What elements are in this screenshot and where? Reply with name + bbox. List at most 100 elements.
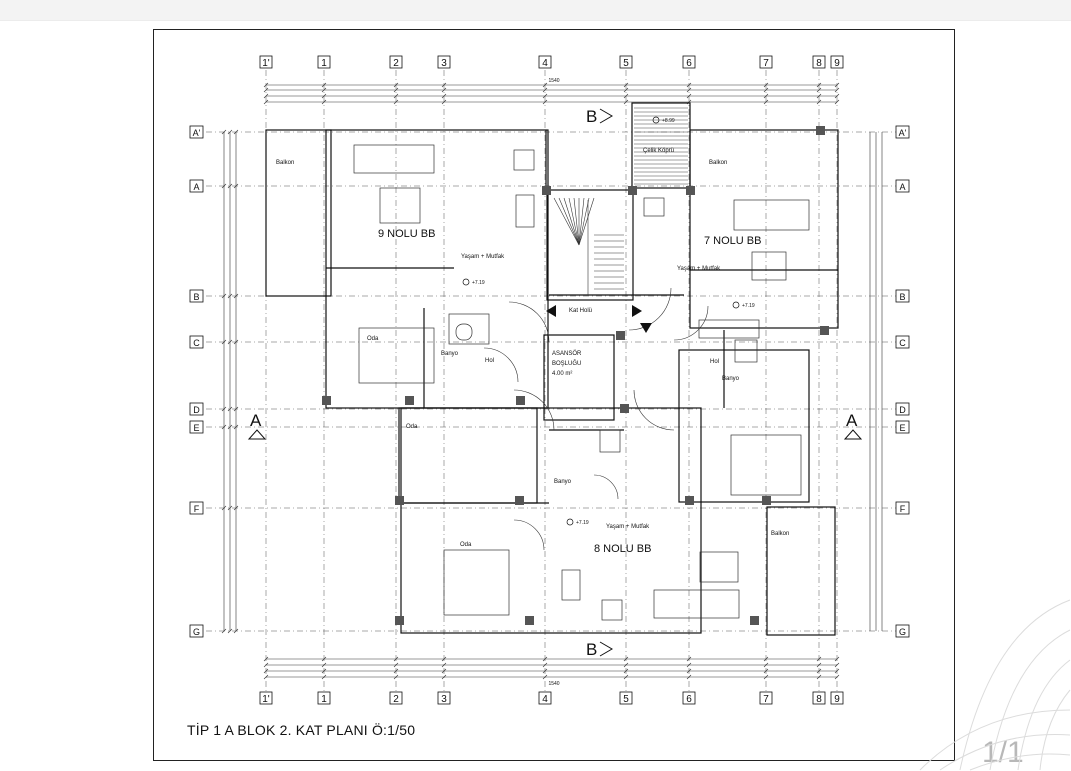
watermark-decoration: [919, 599, 1071, 771]
grid-row-label: A': [193, 128, 201, 138]
level-label: +8.99: [662, 118, 675, 124]
level-marker: [566, 518, 574, 526]
structural-column: [616, 331, 625, 340]
grid-column-bubble: [389, 55, 403, 69]
level-marker: [732, 301, 740, 309]
grid-row-bubble: [189, 125, 204, 139]
section-arrow-b-bottom: [599, 641, 613, 657]
grid-column-label: 1: [321, 58, 327, 69]
structural-column: [685, 496, 694, 505]
structural-column: [525, 616, 534, 625]
grid-column-bubble: [437, 55, 451, 69]
section-mark-a-left: A: [250, 411, 262, 430]
balkon-nw: [265, 129, 332, 297]
level-marker: [462, 278, 470, 286]
room-label-hol-7: Hol: [710, 359, 719, 365]
room-label-oda-9: Oda: [367, 336, 379, 342]
section-arrow-a-right: [843, 429, 863, 440]
unit-label-7: 7 NOLU BB: [704, 235, 761, 247]
structural-column: [542, 186, 551, 195]
room-label-banyo-9: Banyo: [441, 351, 459, 357]
grid-column-label: 9: [834, 694, 840, 705]
structural-column: [515, 496, 524, 505]
level-marker: [652, 116, 660, 124]
grid-column-bubble: [619, 55, 633, 69]
elevator-shaft: [543, 334, 615, 421]
balkon-se: [766, 506, 836, 636]
unit-label-8: 8 NOLU BB: [594, 543, 651, 555]
unit-8-outline: [400, 407, 702, 634]
grid-column-label: 1: [321, 694, 327, 705]
structural-column: [620, 404, 629, 413]
grid-row-label: A: [899, 182, 905, 192]
grid-column-label: 7: [763, 58, 769, 69]
grid-column-bubble: [259, 55, 273, 69]
grid-column-bubble: [389, 691, 403, 705]
section-mark-b-bottom: B: [586, 640, 597, 659]
grid-row-label: G: [899, 627, 906, 637]
room-label-asansor-1: ASANSÖR: [552, 350, 582, 357]
structural-column: [395, 616, 404, 625]
room-label-balkon-se: Balkon: [771, 531, 789, 537]
room-label-balkon-nw: Balkon: [276, 160, 294, 166]
grid-row-label: B: [193, 292, 199, 302]
room-label-yasam-mutfak-8: Yaşam + Mutfak: [606, 524, 650, 530]
unit-label-9: 9 NOLU BB: [378, 228, 435, 240]
grid-column-bubble: [812, 691, 826, 705]
grid-column-bubble: [759, 691, 773, 705]
room-label-asansor-3: 4.00 m²: [552, 371, 572, 377]
grid-column-bubble: [259, 691, 273, 705]
room-label-oda-8: Oda: [460, 542, 472, 548]
grid-row-bubble: [189, 402, 204, 416]
drawing-title: TİP 1 A BLOK 2. KAT PLANI Ö:1/50: [187, 722, 416, 738]
room-label-yasam-mutfak-9: Yaşam + Mutfak: [461, 254, 505, 260]
grid-row-label: F: [194, 504, 200, 514]
grid-column-label: 6: [686, 58, 692, 69]
room-label-hol-9: Hol: [485, 358, 494, 364]
grid-column-bubble: [830, 55, 844, 69]
structural-column: [322, 396, 331, 405]
grid-column-bubble: [812, 55, 826, 69]
grid-row-bubble: [895, 501, 910, 515]
grid-row-bubble: [189, 501, 204, 515]
oda-east-outline: [678, 349, 810, 503]
grid-column-label: 8: [816, 694, 822, 705]
grid-row-label: C: [193, 338, 200, 348]
entry-arrow: [640, 323, 652, 333]
structural-column: [816, 126, 825, 135]
grid-row-label: F: [900, 504, 906, 514]
grid-column-label: 5: [623, 58, 629, 69]
grid-column-label: 1': [262, 694, 270, 705]
grid-column-bubble: [759, 55, 773, 69]
section-mark-b-top: B: [586, 107, 597, 126]
room-label-celik-kopru: Çelik Köprü: [643, 148, 674, 154]
level-label: +7.19: [742, 303, 755, 309]
grid-column-label: 4: [542, 58, 548, 69]
level-label: +7.19: [472, 280, 485, 286]
grid-column-label: 7: [763, 694, 769, 705]
grid-row-bubble: [895, 179, 910, 193]
grid-row-bubble: [189, 289, 204, 303]
viewer-top-bar: [0, 0, 1071, 21]
oda-west-outline: [398, 407, 538, 504]
grid-row-label: E: [899, 423, 905, 433]
unit-7-outline: [689, 129, 839, 329]
grid-column-bubble: [619, 691, 633, 705]
grid-row-label: D: [899, 405, 906, 415]
grid-column-label: 3: [441, 694, 447, 705]
grid-row-bubble: [895, 125, 910, 139]
structural-column: [395, 496, 404, 505]
grid-row-label: G: [193, 627, 200, 637]
grid-row-bubble: [895, 624, 910, 638]
grid-row-bubble: [895, 289, 910, 303]
grid-row-bubble: [189, 335, 204, 349]
grid-column-label: 3: [441, 58, 447, 69]
grid-column-label: 6: [686, 694, 692, 705]
dimension-total-top: 1540: [548, 78, 559, 84]
dimension-total-bottom: 1540: [548, 681, 559, 687]
stair-core: [546, 189, 634, 301]
room-label-yasam-mutfak-7: Yaşam + Mutfak: [677, 266, 721, 272]
room-label-balkon-ne: Balkon: [709, 160, 727, 166]
